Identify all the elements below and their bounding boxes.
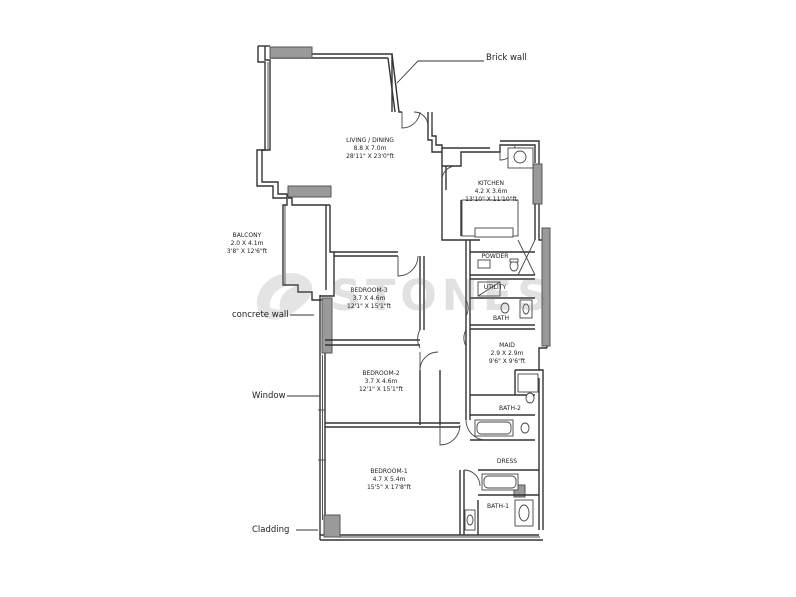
room-metric: 4.7 X 5.4m <box>372 476 406 483</box>
room-imperial: 3'8" X 12'6"ft <box>226 248 268 255</box>
room-name: BEDROOM-3 <box>350 287 388 294</box>
room-metric: 4.2 X 3.6m <box>474 188 508 195</box>
room-kitchen: KITCHEN 4.2 X 3.6m 13'10" X 11'10"ft <box>460 180 522 204</box>
room-name: LIVING / DINING <box>346 137 394 144</box>
room-dress: DRESS <box>492 458 522 466</box>
room-name: BEDROOM-1 <box>370 468 408 475</box>
room-imperial: 12'1" X 15'1"ft <box>346 303 391 310</box>
room-bath: BATH <box>488 315 514 323</box>
room-name: BATH-1 <box>487 503 509 510</box>
room-metric: 2.0 X 4.1m <box>230 240 264 247</box>
annotation-leaders <box>287 60 484 531</box>
door-swings <box>397 111 516 487</box>
room-name: UTILITY <box>483 284 507 291</box>
room-living-dining: LIVING / DINING 8.8 X 7.0m 28'11" X 23'0… <box>320 137 420 161</box>
room-bedroom-3: BEDROOM-3 3.7 X 4.6m 12'1" X 15'1"ft <box>338 287 400 311</box>
brick-wall-label: Brick wall <box>486 53 527 63</box>
concrete-wall-label: concrete wall <box>232 310 289 320</box>
structural-columns <box>269 46 551 538</box>
window-label: Window <box>252 391 286 401</box>
room-balcony: BALCONY 2.0 X 4.1m 3'8" X 12'6"ft <box>222 232 272 256</box>
room-metric: 3.7 X 4.6m <box>364 378 398 385</box>
room-metric: 3.7 X 4.6m <box>352 295 386 302</box>
room-imperial: 12'1" X 15'1"ft <box>358 386 403 393</box>
room-imperial: 9'6" X 9'6"ft <box>488 358 526 365</box>
left-windows <box>267 62 540 538</box>
room-name: BATH-2 <box>499 405 521 412</box>
room-imperial: 13'10" X 11'10"ft <box>465 196 517 203</box>
fixtures <box>464 147 539 531</box>
room-metric: 2.9 X 2.9m <box>490 350 524 357</box>
room-metric: 8.8 X 7.0m <box>353 145 387 152</box>
room-name: KITCHEN <box>478 180 504 187</box>
room-imperial: 28'11" X 23'0"ft <box>346 153 394 160</box>
interior-walls <box>325 166 540 535</box>
room-maid: MAID 2.9 X 2.9m 9'6" X 9'6"ft <box>484 342 530 366</box>
room-powder: POWDER <box>478 253 512 261</box>
room-name: MAID <box>499 342 515 349</box>
room-name: BEDROOM-2 <box>362 370 400 377</box>
room-name: POWDER <box>481 253 509 260</box>
cladding-label: Cladding <box>252 525 290 535</box>
room-name: BALCONY <box>232 232 262 239</box>
room-bath-2: BATH-2 <box>493 405 527 413</box>
room-bedroom-1: BEDROOM-1 4.7 X 5.4m 15'5" X 17'8"ft <box>358 468 420 492</box>
room-bedroom-2: BEDROOM-2 3.7 X 4.6m 12'1" X 15'1"ft <box>350 370 412 394</box>
room-name: BATH <box>493 315 509 322</box>
room-utility: UTILITY <box>480 284 510 292</box>
room-name: DRESS <box>496 458 518 465</box>
room-imperial: 15'5" X 17'8"ft <box>366 484 411 491</box>
room-bath-1: BATH-1 <box>483 503 513 511</box>
